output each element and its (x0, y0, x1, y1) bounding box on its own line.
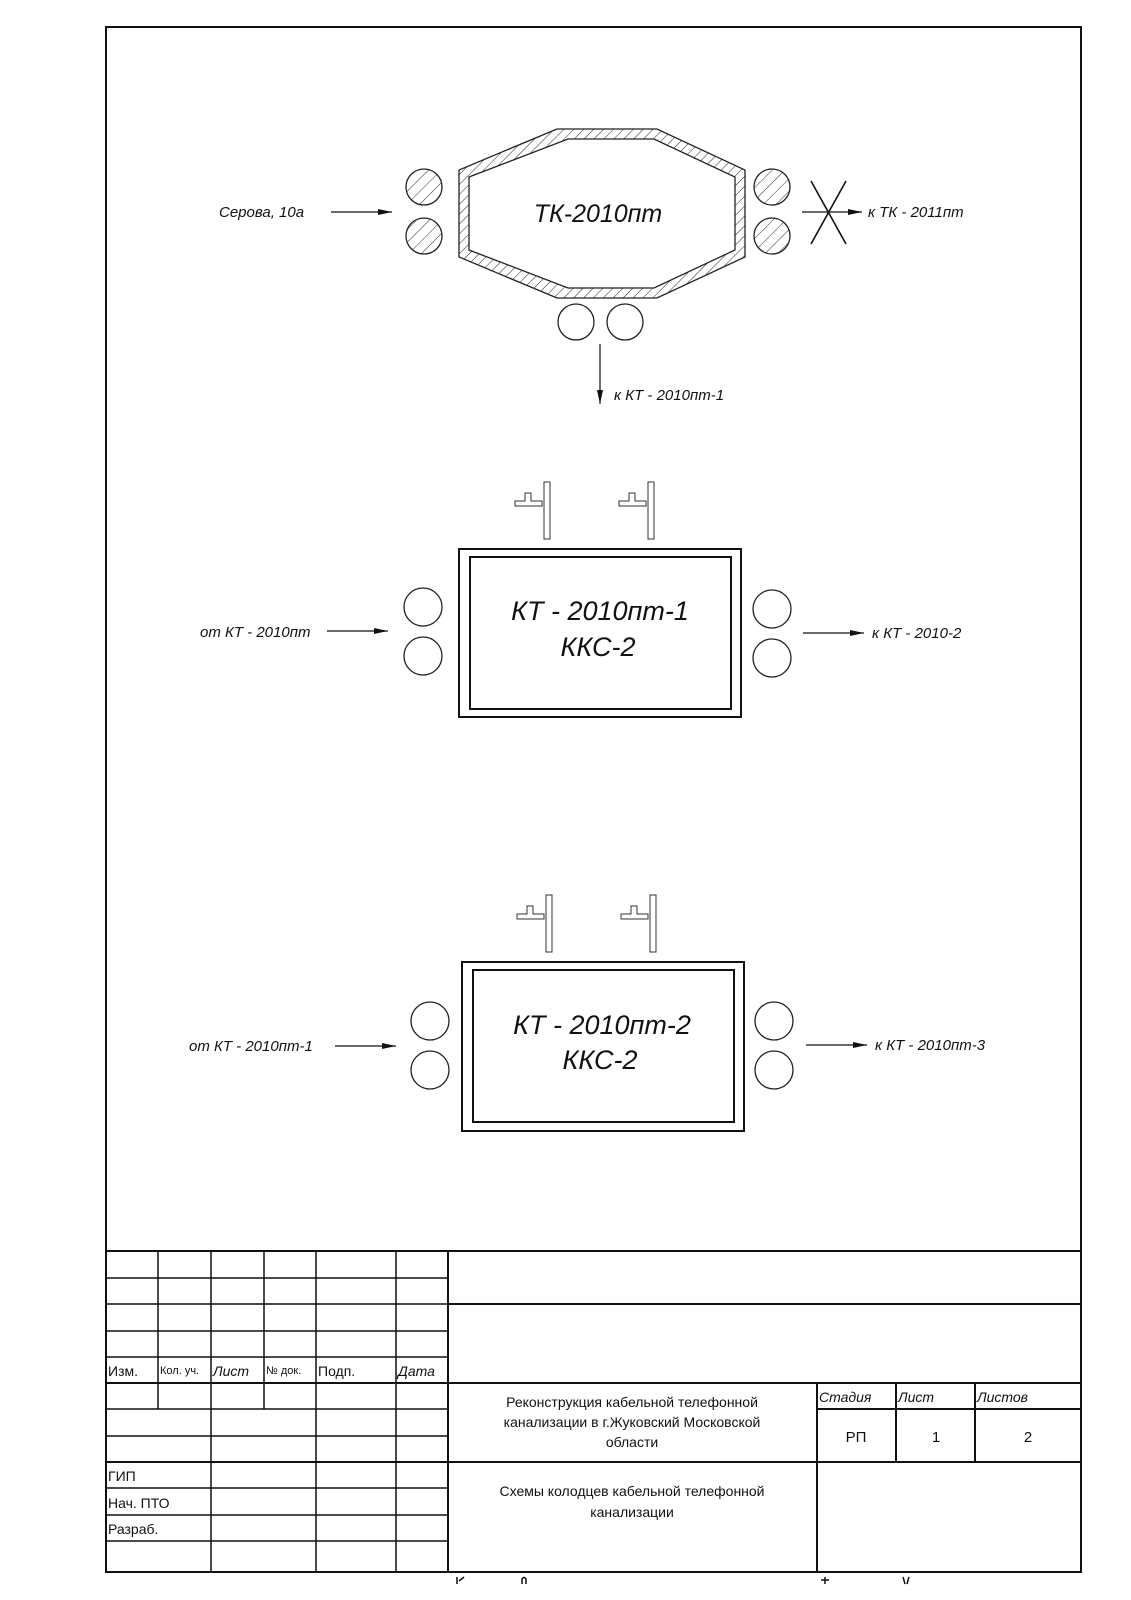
project-title-line: области (606, 1434, 658, 1450)
stage-info: Стадия Лист Листов РП 1 2 (819, 1389, 1032, 1446)
well-inner-wall (472, 969, 735, 1123)
sheet-frame (105, 26, 1082, 1573)
well-kt-2010pt-1: КТ - 2010пт-1 ККС-2 от КТ - 2010пт к КТ … (200, 481, 962, 718)
cropped-footer-fragments (456, 1576, 910, 1585)
well-name: ТК-2010пт (534, 200, 663, 228)
title-block-headers: Изм. Кол. уч. Лист № док. Подп. Дата (108, 1363, 435, 1379)
duct (754, 1050, 794, 1090)
duct-hatched (405, 168, 443, 206)
duct (410, 1050, 450, 1090)
well-name: КТ - 2010пт-1 (511, 596, 689, 626)
output-label: к ТК - 2011пт (868, 204, 964, 221)
console-icon (514, 481, 551, 540)
sheet-title-line: канализации (590, 1504, 674, 1520)
project-title-line: канализации в г.Жуковский Московской (504, 1414, 761, 1430)
header-izm: Изм. (108, 1363, 138, 1379)
header-doc-no: № док. (266, 1365, 301, 1377)
duct (752, 589, 792, 629)
role-nach-pto: Нач. ПТО (108, 1495, 170, 1511)
title-block-roles: ГИП Нач. ПТО Разраб. (108, 1468, 170, 1537)
duct (410, 1001, 450, 1041)
role-gip: ГИП (108, 1468, 136, 1484)
duct (754, 1001, 794, 1041)
well-kt-2010pt-2: КТ - 2010пт-2 ККС-2 от КТ - 2010пт-1 к К… (189, 894, 986, 1132)
input-label: от КТ - 2010пт-1 (189, 1038, 313, 1055)
role-razrab: Разраб. (108, 1521, 158, 1537)
sheet-value: 1 (932, 1429, 940, 1446)
header-data: Дата (396, 1363, 435, 1379)
console-icon (620, 894, 657, 953)
output-label: к КТ - 2010пт-3 (875, 1037, 986, 1054)
stage-label: Стадия (819, 1389, 872, 1405)
duct (403, 636, 443, 676)
console-icon (516, 894, 553, 953)
output-label: к КТ - 2010-2 (872, 625, 962, 642)
sheet-title-line: Схемы колодцев кабельной телефонной (499, 1483, 764, 1499)
well-outer-wall (458, 548, 742, 718)
duct (403, 587, 443, 627)
well-tk-2010pt: ТК-2010пт Серова, 10а к ТК - 2011пт к КТ… (219, 128, 964, 404)
duct (752, 638, 792, 678)
well-outer-wall (461, 961, 745, 1132)
title-block (106, 1250, 1081, 1572)
header-list: Лист (212, 1363, 249, 1379)
duct-hatched (753, 168, 791, 206)
stage-value: РП (846, 1429, 867, 1446)
cross-mark (810, 180, 847, 245)
input-label: Серова, 10а (219, 204, 304, 221)
sheets-label: Листов (976, 1389, 1028, 1405)
header-kol-uch: Кол. уч. (160, 1365, 199, 1377)
well-type: ККС-2 (560, 632, 635, 662)
input-label: от КТ - 2010пт (200, 624, 310, 641)
well-name: КТ - 2010пт-2 (513, 1010, 691, 1040)
duct-hatched (405, 217, 443, 255)
header-podp: Подп. (318, 1363, 355, 1379)
duct (606, 303, 644, 341)
well-type: ККС-2 (562, 1045, 637, 1075)
console-icon (618, 481, 655, 540)
project-title-line: Реконструкция кабельной телефонной (506, 1394, 758, 1410)
sheet-title: Схемы колодцев кабельной телефонной кана… (499, 1483, 764, 1520)
sheet-label: Лист (897, 1389, 934, 1405)
project-title: Реконструкция кабельной телефонной канал… (504, 1394, 761, 1450)
sheets-value: 2 (1024, 1429, 1032, 1446)
well-wall-hatched (458, 128, 746, 299)
duct (557, 303, 595, 341)
output-label: к КТ - 2010пт-1 (614, 387, 724, 404)
well-inner-wall (469, 556, 732, 710)
duct-hatched (753, 217, 791, 255)
